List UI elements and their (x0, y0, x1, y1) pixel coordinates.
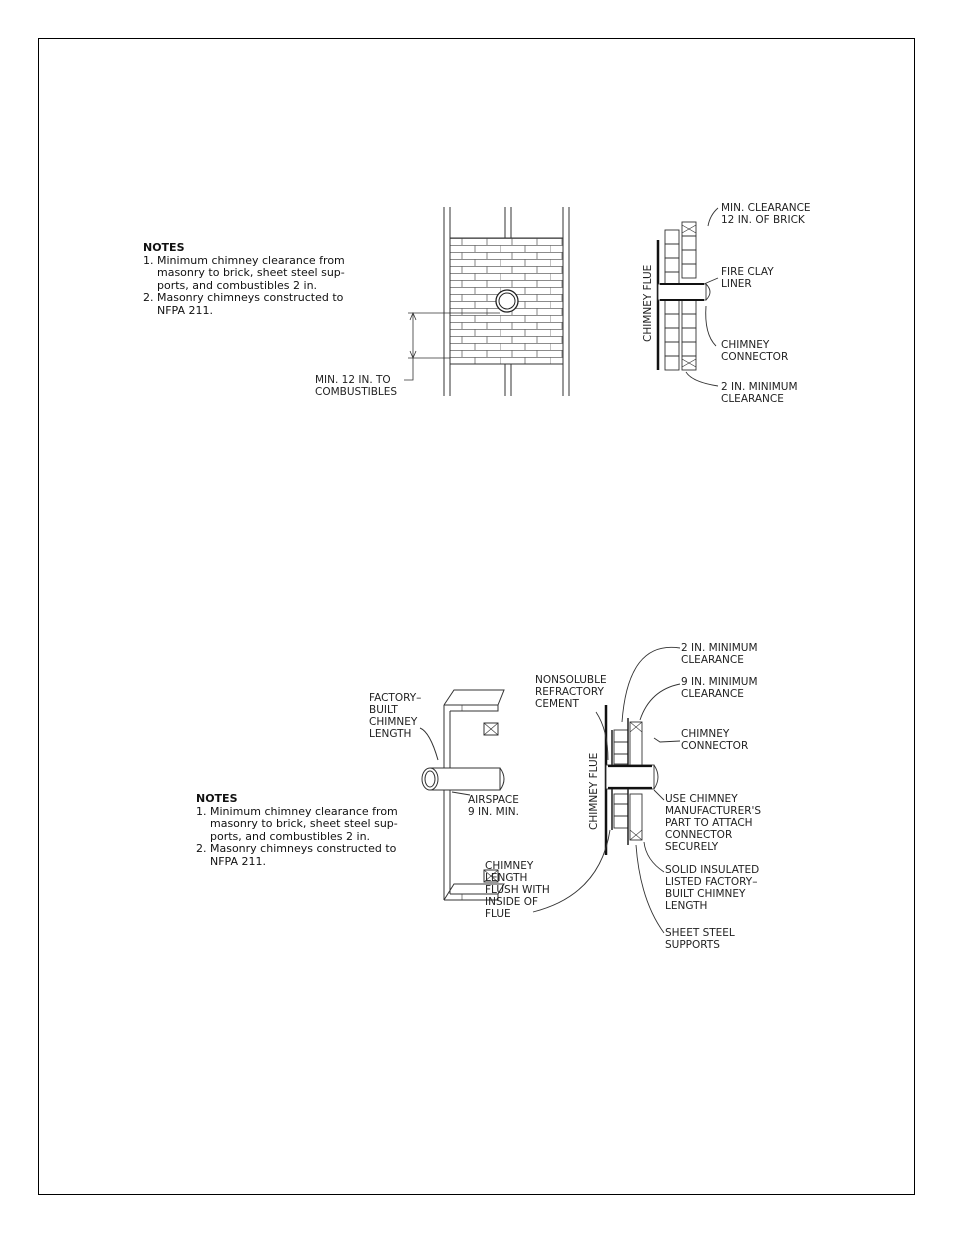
leader-line (705, 305, 717, 347)
leader-line (707, 207, 719, 227)
connector-hole-inner (498, 292, 516, 310)
factory-pipe (429, 767, 501, 791)
leader-line (639, 683, 681, 721)
dimension-leader (404, 358, 414, 381)
dimension-arrow (409, 311, 417, 321)
frame-perspective-top (443, 689, 505, 706)
leader-line (653, 737, 681, 743)
label-connector: CHIMNEY CONNECTOR (721, 339, 789, 363)
label-2in: 2 IN. MINIMUM CLEARANCE (721, 381, 798, 405)
figure2-note-line: 2. Masonry chimneys constructed to (196, 842, 397, 855)
frame-bottom (444, 893, 499, 901)
label-9in-clearance: 9 IN. MINIMUM CLEARANCE (681, 676, 758, 700)
label-nonsoluble: NONSOLUBLE REFRACTORY CEMENT (535, 674, 607, 710)
frame-top (444, 704, 499, 712)
label-min-clearance: MIN. CLEARANCE 12 IN. OF BRICK (721, 202, 811, 226)
label-min12: MIN. 12 IN. TO COMBUSTIBLES (315, 374, 398, 398)
leader-line (532, 829, 611, 913)
pipe-end (705, 283, 711, 301)
figure1-notes: NOTES 1. Minimum chimney clearance from … (143, 241, 345, 317)
figure1-note-line: 1. Minimum chimney clearance from (143, 253, 345, 267)
figure1-wall-elevation (404, 207, 570, 396)
figure2-note-line: 1. Minimum chimney clearance from (196, 804, 398, 818)
connector-pipe (605, 764, 655, 790)
label-use-manufacturer: USE CHIMNEY MANUFACTURER'S PART TO ATTAC… (665, 793, 762, 853)
leader-line (451, 791, 471, 796)
leader-line (635, 844, 665, 934)
figure2-notes-title: NOTES (196, 792, 238, 805)
figure2-plan (419, 689, 505, 901)
figure1-flue-label: CHIMNEY FLUE (642, 265, 654, 342)
label-flush: CHIMNEY LENGTH FLUSH WITH INSIDE OF FLUE (485, 860, 550, 920)
figure2-notes: NOTES 1. Minimum chimney clearance from … (196, 792, 398, 868)
label-solid-insulated: SOLID INSULATED LISTED FACTORY– BUILT CH… (665, 864, 760, 912)
label-fire-clay: FIRE CLAY LINER (721, 266, 774, 290)
figure1-note-line: ports, and combustibles 2 in. (143, 278, 318, 292)
figure1-notes-title: NOTES (143, 241, 185, 254)
figure2-note-line: masonry to brick, sheet steel sup- (196, 817, 398, 830)
label-sheet-steel: SHEET STEEL SUPPORTS (665, 927, 735, 951)
figure1-note-line: masonry to brick, sheet steel sup- (143, 266, 345, 279)
label-2in-clearance: 2 IN. MINIMUM CLEARANCE (681, 642, 758, 666)
leader-line (621, 646, 681, 723)
leader-line (685, 371, 719, 387)
label-factory-built: FACTORY– BUILT CHIMNEY LENGTH (369, 692, 422, 740)
leader-line (419, 727, 439, 761)
figure2-note-line: NFPA 211. (196, 854, 266, 868)
figure2-note-line: ports, and combustibles 2 in. (196, 829, 371, 843)
figure2-flue-label: CHIMNEY FLUE (588, 753, 600, 830)
leader-line (653, 789, 665, 801)
figure2-section (532, 646, 681, 934)
figure1-section (656, 207, 719, 387)
leader-line (595, 711, 609, 761)
pipe-end-right (499, 767, 505, 791)
label-chimney-connector: CHIMNEY CONNECTOR (681, 728, 749, 752)
figure1-note-line: 2. Masonry chimneys constructed to (143, 291, 344, 304)
leader-line (643, 841, 665, 873)
connector-pipe (657, 283, 707, 301)
frame-perspective-bottom (443, 883, 505, 901)
label-airspace: AIRSPACE 9 IN. MIN. (468, 794, 519, 818)
figure1-note-line: NFPA 211. (143, 303, 213, 317)
leader-line (703, 277, 719, 285)
pipe-end (653, 764, 659, 790)
page-border (38, 38, 915, 1195)
